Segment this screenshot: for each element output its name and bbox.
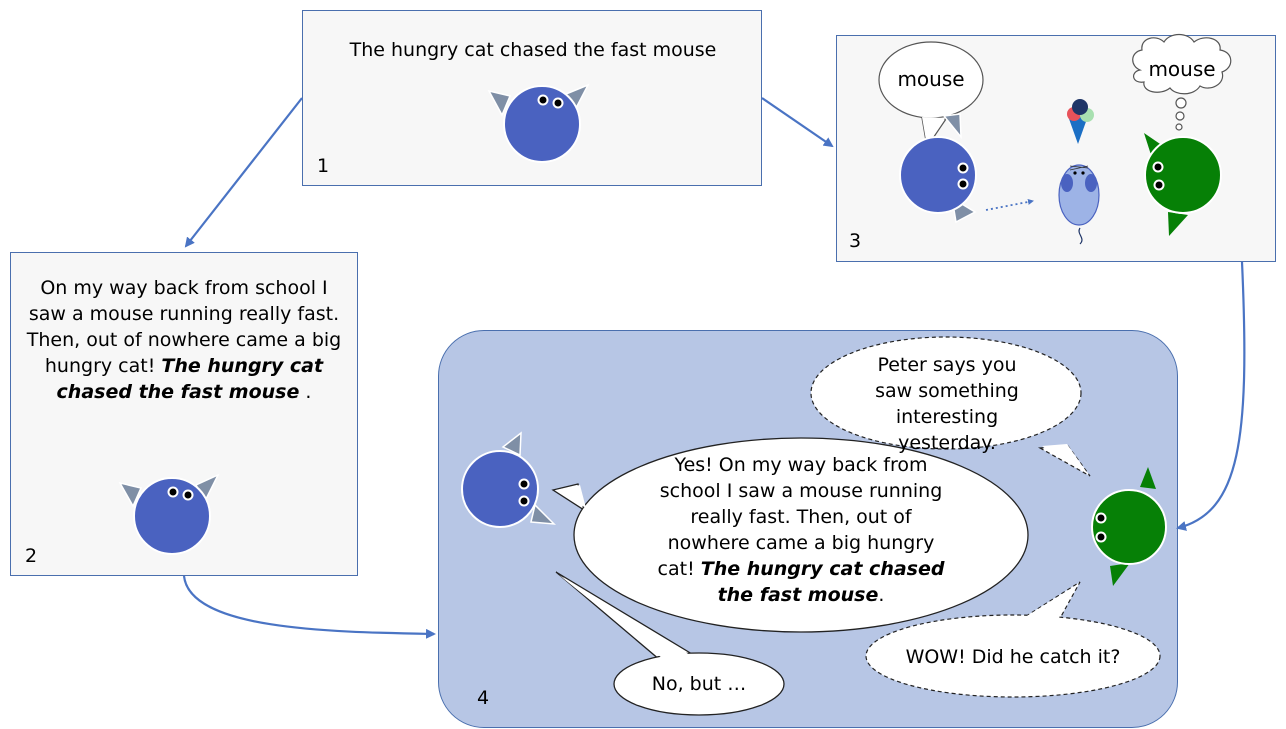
panel-2-story: On my way back from school I saw a mouse…: [19, 275, 349, 405]
blue-cat-panel-3: [899, 113, 977, 224]
bubble-wow: [865, 581, 1161, 698]
panel-3-thought-text: mouse: [1148, 57, 1216, 81]
bubble-peter: [810, 336, 1091, 477]
green-cat-panel-3: [1144, 133, 1222, 236]
arrow-1-to-2: [184, 97, 303, 248]
bubble-peter-text: Peter says you saw something interesting…: [875, 354, 1019, 454]
arrow-3-to-4: [1176, 261, 1246, 531]
bubble-yes-text: Yes! On my way back from school I saw a …: [648, 452, 954, 608]
arrow-2-to-4: [182, 575, 436, 639]
panel-2: On my way back from school I saw a mouse…: [10, 252, 358, 576]
bubble-yes: [551, 437, 1029, 633]
blue-cat-panel-1: [487, 83, 590, 163]
panel-2-story-end: .: [299, 381, 312, 403]
panel-3-speech-text: mouse: [897, 67, 965, 91]
dotted-arrow-cat-to-mouse: [985, 198, 1034, 211]
bubble-no-text: No, but …: [651, 673, 747, 695]
bubble-yes-emph: The hungry cat chased the fast mouse: [700, 558, 945, 606]
panel-2-number: 2: [25, 545, 38, 567]
arrow-1-to-3: [761, 97, 834, 148]
thought-cloud-mouse: [1132, 33, 1232, 131]
blue-cat-panel-2: [118, 473, 220, 555]
flow-arrows: [182, 97, 1246, 639]
bubble-wow-text: WOW! Did he catch it?: [905, 646, 1121, 668]
bubble-yes-end: .: [878, 584, 885, 606]
panel-2-story-plain: On my way back from school I saw a mouse…: [26, 277, 342, 377]
bubble-yes-plain: Yes! On my way back from school I saw a …: [657, 454, 943, 580]
blue-cat-panel-4: [461, 431, 556, 528]
panel-1-number: 1: [317, 155, 330, 177]
speech-bubble-mouse: [878, 41, 984, 149]
ice-cream-icon: [1067, 99, 1094, 144]
panel-4-number: 4: [477, 687, 490, 709]
panel-3-number: 3: [849, 230, 862, 252]
green-cat-panel-4: [1091, 467, 1167, 586]
mouse-icon: [1058, 164, 1100, 245]
panel-1-caption: The hungry cat chased the fast mouse: [349, 39, 717, 61]
bubble-no: [555, 571, 785, 716]
panel-2-story-emph: The hungry cat chased the fast mouse: [56, 355, 324, 403]
